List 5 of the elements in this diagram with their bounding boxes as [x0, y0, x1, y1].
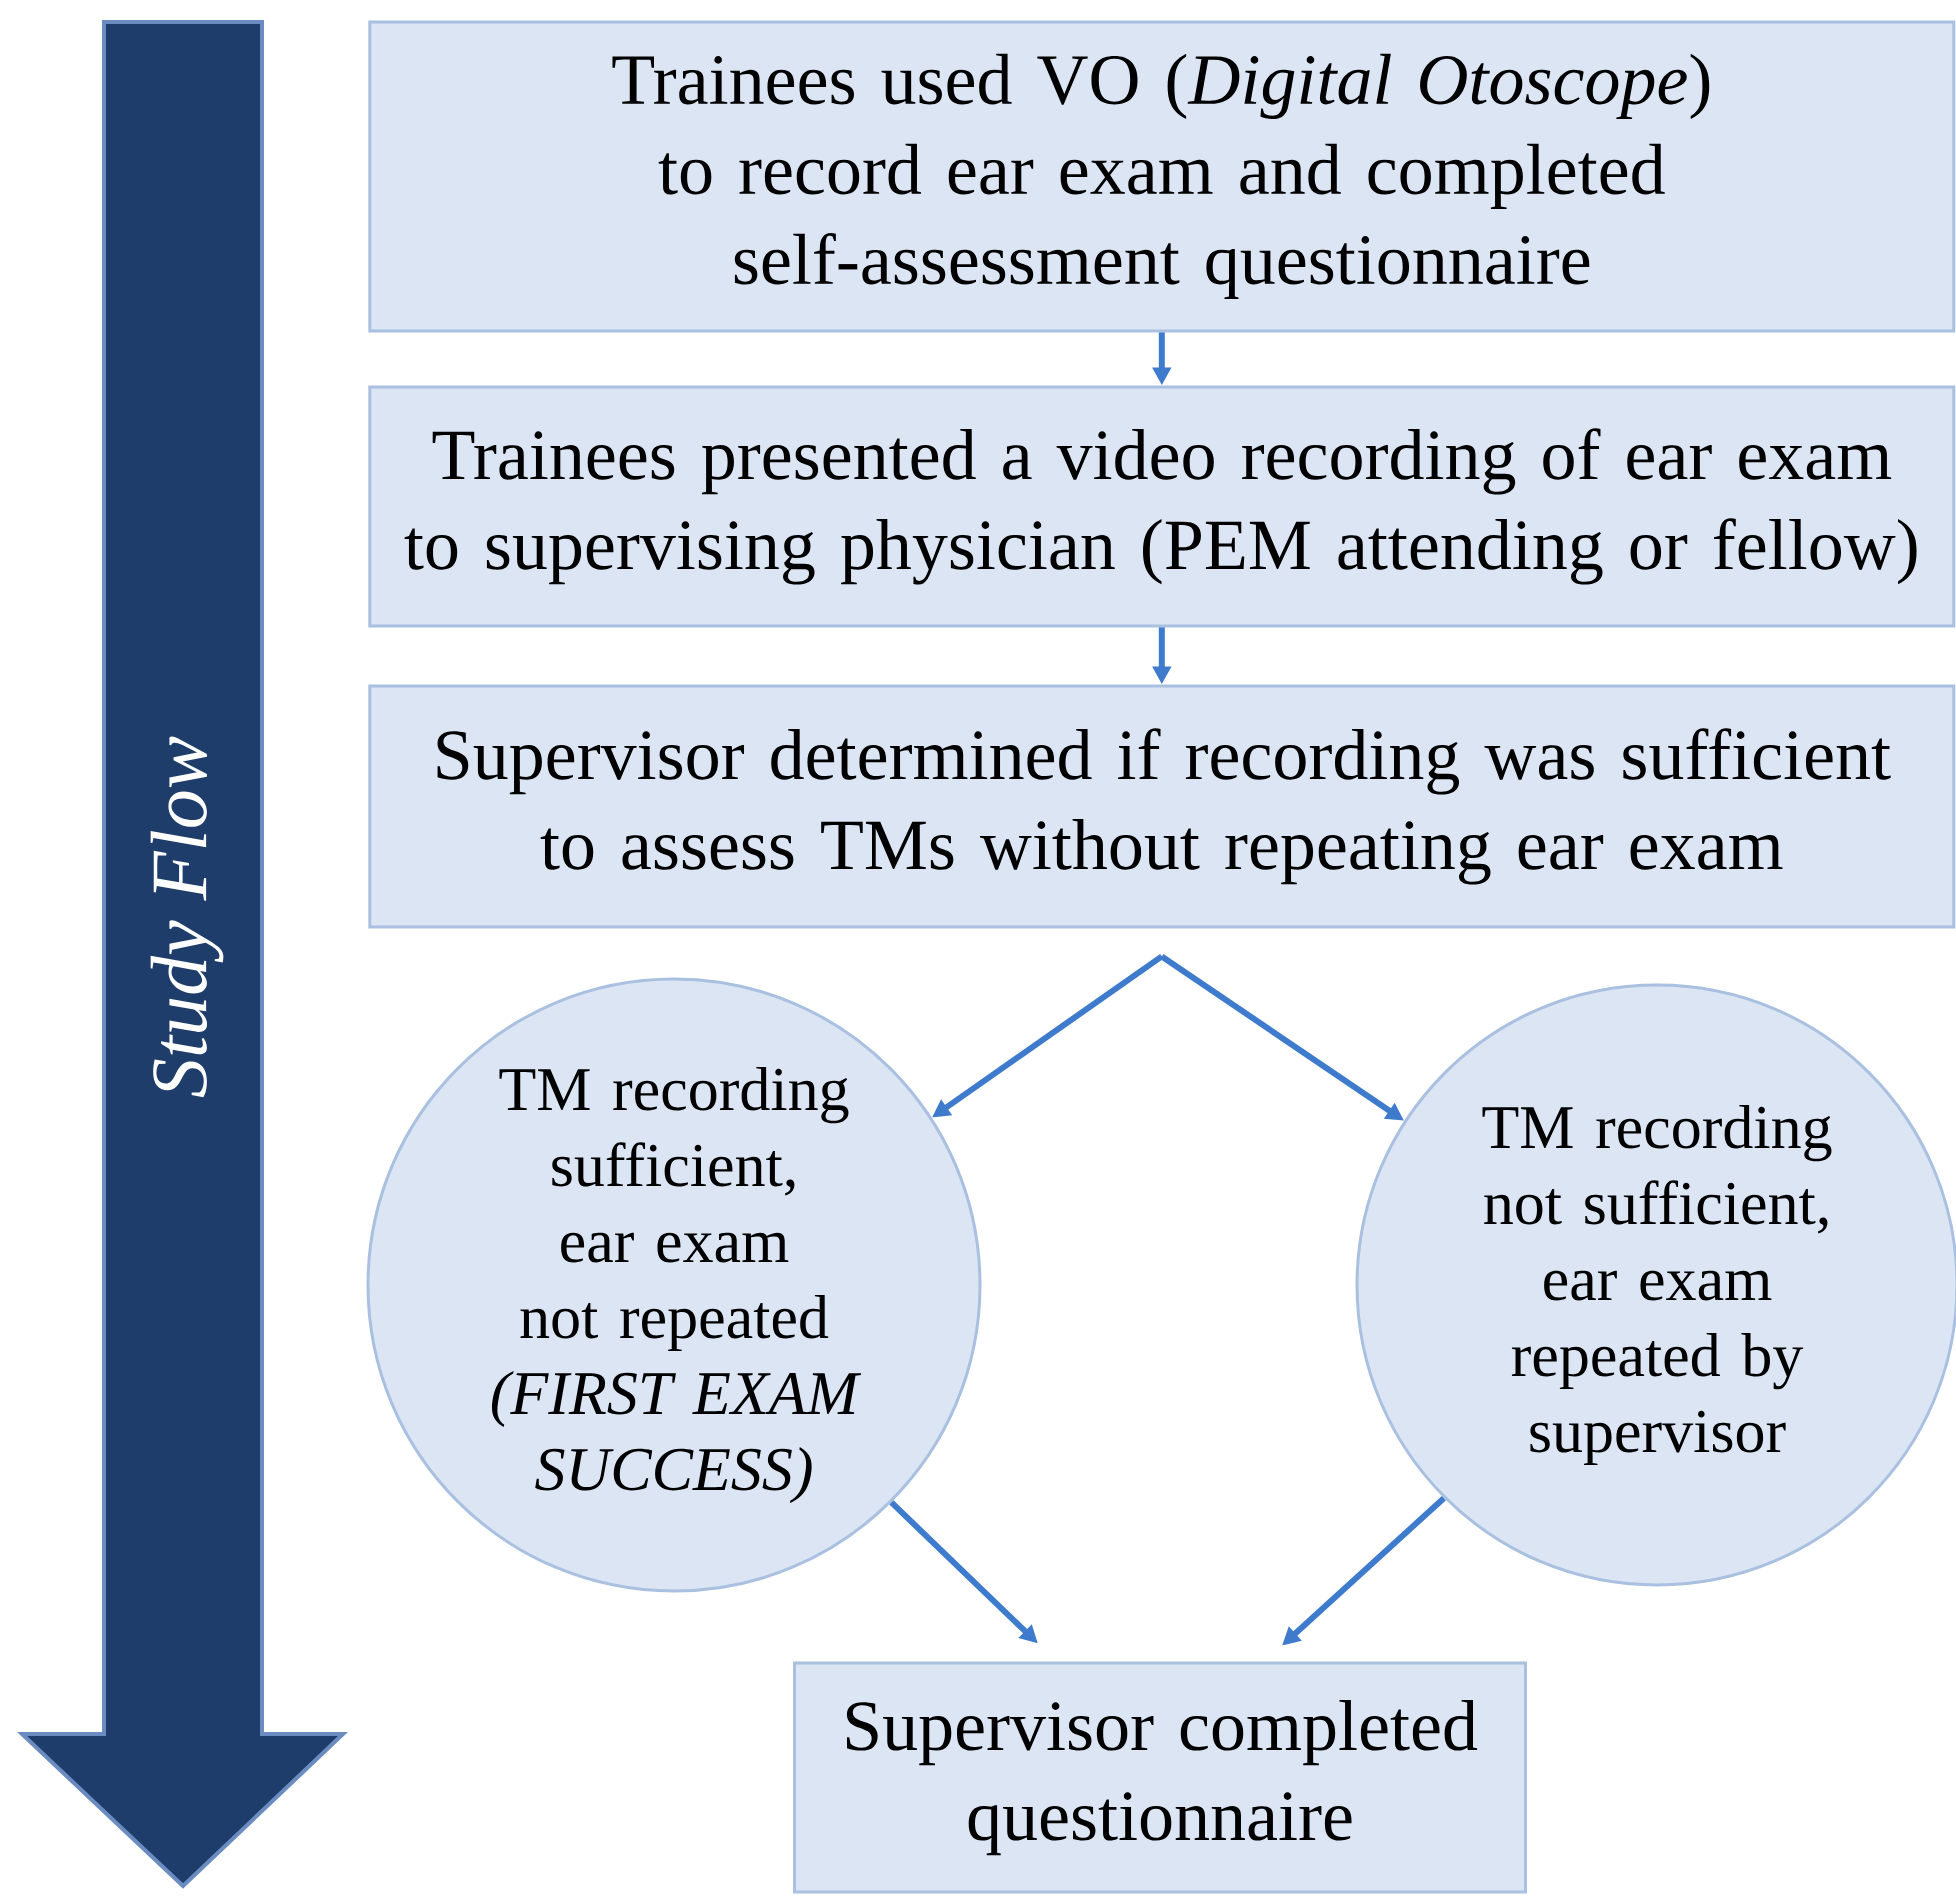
process-box: Supervisor determined if recording was sufficient to assess TMs without repeating ear exam — [368, 684, 1956, 929]
arrow-label: Study Flow — [150, 736, 224, 1098]
process-box: Trainees used VO (Digital Otoscope) to record ear exam and completed self-assessment questionnaire — [368, 20, 1956, 333]
process-box: Supervisor completed questionnaire — [793, 1661, 1527, 1894]
process-box: Trainees presented a video recording of ear exam to supervising physician (PEM attending or fellow) — [368, 385, 1956, 628]
